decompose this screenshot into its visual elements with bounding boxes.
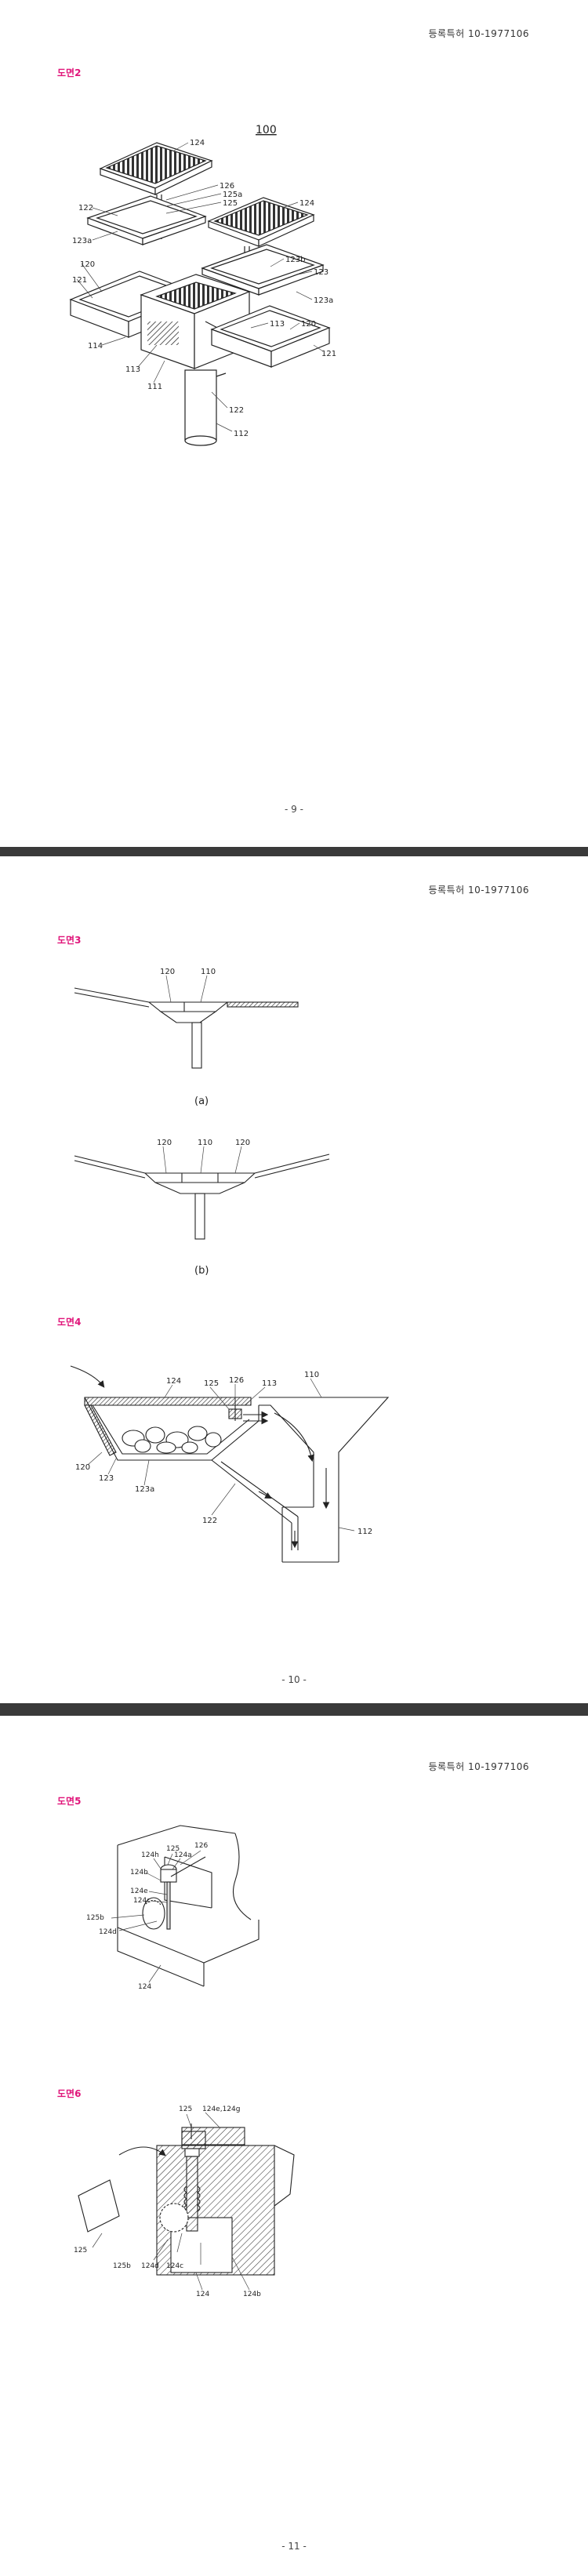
fig5-label-124b: 124b [130, 1869, 148, 1877]
figure-label-4: 도면4 [57, 1317, 82, 1328]
fig6-label-125-left: 125 [74, 2247, 87, 2254]
fig4-label-120: 120 [75, 1463, 90, 1472]
fig5-label-124h: 124h [141, 1851, 159, 1859]
figure-2-exploded-view: 100 124 126 125a 125 122 123a 124 120 12… [69, 124, 336, 446]
fig5-label-124: 124 [138, 1983, 151, 1991]
figure-label-6: 도면6 [57, 2088, 82, 2099]
patent-page-9: 등록특허 10-1977106 도면2 [0, 0, 588, 847]
figure-label-2: 도면2 [57, 67, 82, 78]
label-100: 100 [256, 124, 277, 136]
fig3a-label-110: 110 [201, 968, 216, 976]
fig4-label-126: 126 [229, 1376, 244, 1385]
fig3b-label-120-right: 120 [235, 1139, 250, 1147]
figure-label-3: 도면3 [57, 935, 82, 946]
figures-3-and-4: 120 110 120 110 120 124 125 126 113 110 … [70, 968, 390, 1563]
label-111: 111 [147, 383, 162, 391]
figures-5-and-6: 125 126 124h 124a 124b 124e 124c 125b 12… [74, 1825, 295, 2298]
fig4-label-125: 125 [204, 1379, 219, 1388]
label-123a-right: 123a [314, 296, 333, 305]
patent-number-header: 등록특허 10-1977106 [428, 885, 529, 896]
patent-number-header: 등록특허 10-1977106 [428, 1761, 529, 1772]
fig4-label-124: 124 [166, 1377, 181, 1386]
label-112: 112 [234, 430, 249, 438]
label-123a: 123a [72, 237, 92, 245]
label-125: 125 [223, 199, 238, 208]
label-124: 124 [190, 139, 205, 147]
fig6-label-124: 124 [196, 2291, 209, 2298]
fig6-label-125: 125 [179, 2105, 192, 2113]
fig3a-label-120: 120 [160, 968, 175, 976]
label-123: 123 [314, 268, 328, 277]
fig6-label-124e-124g: 124e,124g [202, 2105, 240, 2113]
label-123b: 123b [285, 256, 305, 264]
label-113: 113 [125, 365, 140, 374]
page-number: - 11 - [281, 2541, 307, 2552]
fig4-label-113: 113 [262, 1379, 277, 1388]
page-number: - 10 - [281, 1674, 307, 1685]
label-122-lower: 122 [229, 406, 244, 415]
label-121-right: 121 [321, 350, 336, 358]
fig3b-label-120: 120 [157, 1139, 172, 1147]
fig3-subfigure-a: (a) [194, 1095, 209, 1107]
label-126: 126 [220, 182, 234, 191]
fig5-label-124c: 124c [133, 1897, 151, 1905]
fig6-label-124c: 124c [166, 2262, 183, 2270]
fig6-label-124b: 124b [243, 2291, 261, 2298]
fig5-label-124d: 124d [99, 1928, 117, 1936]
patent-number-header: 등록특허 10-1977106 [428, 28, 529, 39]
fig3b-label-110: 110 [198, 1139, 212, 1147]
fig4-label-123a: 123a [135, 1485, 154, 1494]
patent-page-10: 등록특허 10-1977106 도면3 도면4 [0, 856, 588, 1703]
label-114: 114 [88, 342, 103, 351]
fig5-label-126: 126 [194, 1842, 208, 1850]
label-125a: 125a [223, 191, 242, 199]
label-121: 121 [72, 276, 87, 285]
fig4-label-122: 122 [202, 1517, 217, 1525]
fig5-label-125: 125 [166, 1845, 180, 1853]
fig5-label-124e: 124e [130, 1887, 148, 1895]
fig5-label-124a: 124a [174, 1851, 192, 1859]
fig4-label-112: 112 [358, 1528, 372, 1536]
fig3-subfigure-b: (b) [194, 1265, 209, 1277]
fig5-label-125b: 125b [86, 1914, 104, 1922]
fig6-label-125b: 125b [113, 2262, 131, 2270]
label-113-right: 113 [270, 320, 285, 329]
label-124-right: 124 [299, 199, 314, 208]
figure-label-5: 도면5 [57, 1796, 82, 1807]
page-number: - 9 - [285, 804, 303, 815]
label-120: 120 [80, 260, 95, 269]
fig6-label-124d: 124d [141, 2262, 159, 2270]
page-separator [0, 847, 588, 856]
fig4-label-123: 123 [99, 1474, 114, 1483]
fig4-label-110: 110 [304, 1371, 319, 1379]
page-separator [0, 1703, 588, 1716]
label-122: 122 [78, 204, 93, 213]
label-120-right: 120 [301, 320, 316, 329]
patent-page-11: 등록특허 10-1977106 도면5 도면6 [0, 1716, 588, 2576]
